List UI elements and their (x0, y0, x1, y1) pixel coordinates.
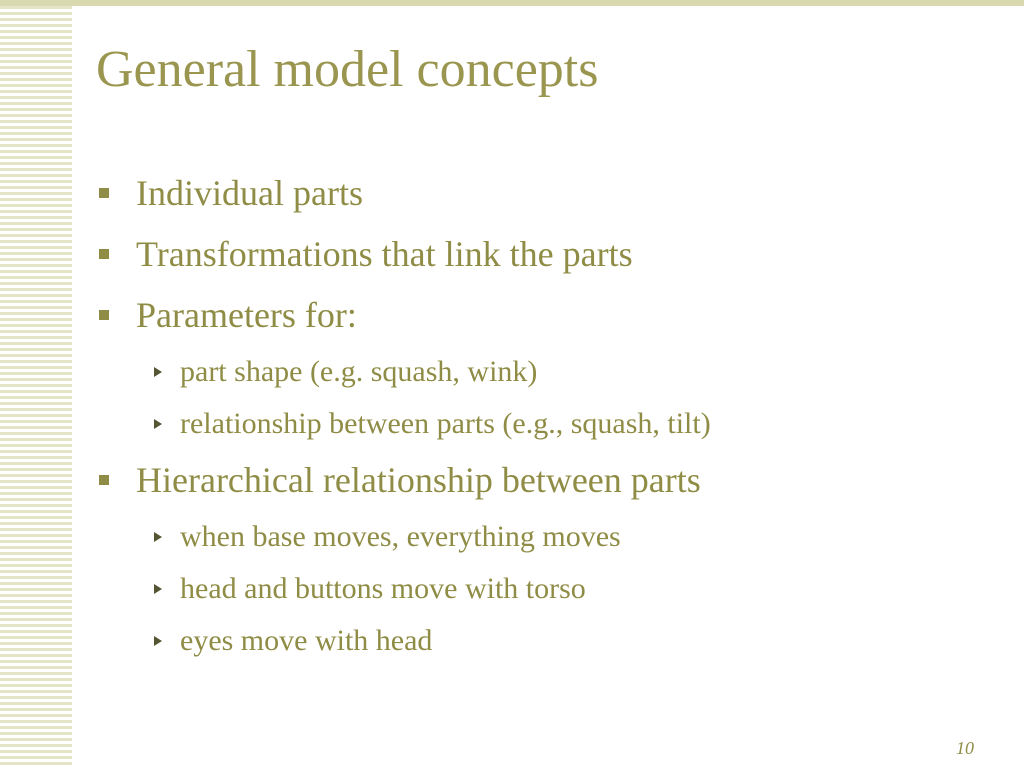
sub-bullet-item: part shape (e.g. squash, wink) (96, 350, 996, 394)
decorative-side-stripes (0, 6, 72, 768)
sub-bullet-item: when base moves, everything moves (96, 515, 996, 559)
triangle-bullet-icon (154, 419, 162, 429)
sub-bullet-item: eyes move with head (96, 619, 996, 663)
bullet-item: Individual parts (96, 166, 996, 220)
square-bullet-icon (99, 188, 109, 198)
bullet-item: Parameters for: (96, 288, 996, 342)
sub-bullet-text: relationship between parts (e.g., squash… (180, 407, 711, 440)
page-number: 10 (956, 738, 974, 758)
square-bullet-icon (99, 310, 109, 320)
bullet-item: Hierarchical relationship between parts (96, 453, 996, 507)
sub-bullet-item: head and buttons move with torso (96, 567, 996, 611)
square-bullet-icon (99, 249, 109, 259)
sub-bullet-text: head and buttons move with torso (180, 572, 586, 605)
sub-bullet-text: when base moves, everything moves (180, 520, 621, 553)
slide-title: General model concepts (96, 41, 599, 98)
triangle-bullet-icon (154, 584, 162, 594)
top-rule (0, 0, 1024, 6)
triangle-bullet-icon (154, 532, 162, 542)
bullet-item: Transformations that link the parts (96, 227, 996, 281)
bullet-list: Individual parts Transformations that li… (96, 166, 996, 663)
bullet-text: Parameters for: (136, 295, 357, 335)
bullet-text: Transformations that link the parts (136, 234, 633, 274)
bullet-text: Hierarchical relationship between parts (136, 460, 701, 500)
square-bullet-icon (99, 475, 109, 485)
sub-bullet-text: part shape (e.g. squash, wink) (180, 355, 538, 388)
triangle-bullet-icon (154, 367, 162, 377)
bullet-text: Individual parts (136, 173, 363, 213)
triangle-bullet-icon (154, 636, 162, 646)
sub-bullet-item: relationship between parts (e.g., squash… (96, 402, 996, 446)
sub-bullet-text: eyes move with head (180, 624, 433, 657)
